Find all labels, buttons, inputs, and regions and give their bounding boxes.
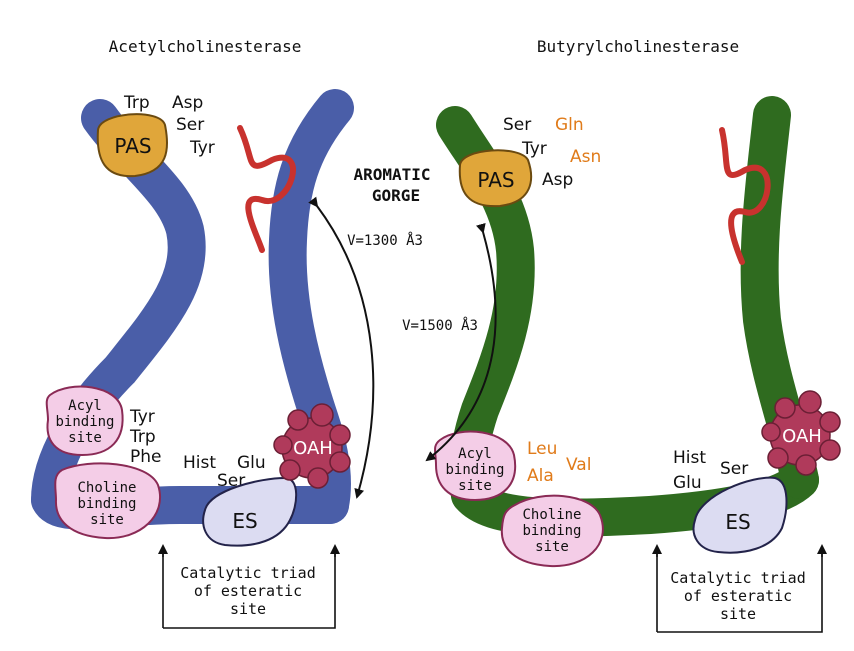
ache-acyl-line1: Acyl [68, 398, 102, 414]
bche-residue-asp: Asp [542, 170, 573, 190]
ache-choline-line2: binding [77, 496, 136, 512]
gorge-label-line1: AROMATIC [353, 165, 430, 184]
bche-catalytic-line1: Catalytic triad [670, 569, 805, 587]
bche-triad-hist: Hist [673, 448, 706, 468]
bche-es-site [692, 476, 788, 554]
bche-choline-binding-site [500, 494, 604, 568]
ache-acyl-residue-phe: Phe [130, 447, 162, 467]
ache-title: Acetylcholinesterase [109, 37, 302, 56]
gorge-label-line2: GORGE [372, 186, 420, 205]
bche-triad-glu: Glu [673, 473, 702, 493]
ache-es-label: ES [232, 509, 257, 533]
ache-pas-label: PAS [114, 134, 151, 158]
ache-oah-label: OAH [293, 438, 333, 459]
bche-triad-ser: Ser [720, 459, 748, 479]
ache-triad-hist: Hist [183, 453, 216, 473]
bche-choline-line3: site [535, 539, 569, 555]
ache-choline-binding-site [54, 462, 161, 540]
bche-acyl-line1: Acyl [458, 446, 492, 462]
bche-pas-site [458, 149, 532, 208]
ache-acyl-line2: binding [55, 414, 114, 430]
bche-choline-line1: Choline [522, 507, 581, 523]
bche-residue-gln: Gln [555, 115, 584, 135]
bche-es-label: ES [725, 510, 750, 534]
ache-pas-site [96, 113, 169, 178]
bche-oah-label: OAH [782, 426, 822, 447]
bche-catalytic-bracket [656, 546, 823, 633]
ache-catalytic-line1: Catalytic triad [180, 564, 315, 582]
ache-acyl-binding-site [45, 385, 124, 457]
ache-choline-line3: site [90, 512, 124, 528]
bche-choline-line2: binding [522, 523, 581, 539]
bche-oah-site [761, 390, 841, 476]
ache-acyl-residue-tyr: Tyr [129, 407, 155, 427]
ache-volume-label: V=1300 Å3 [347, 232, 423, 249]
bche-omega-loop [719, 127, 771, 265]
ache-residue-asp: Asp [172, 93, 203, 113]
bche-residue-tyr: Tyr [521, 139, 547, 159]
ache-acyl-line3: site [68, 430, 102, 446]
bche-acyl-line3: site [458, 478, 492, 494]
ache-omega-loop [237, 125, 296, 253]
bche-title: Butyrylcholinesterase [537, 37, 739, 56]
bche-acyl-residue-leu: Leu [527, 439, 557, 459]
ache-acyl-residue-trp: Trp [129, 427, 156, 447]
bche-catalytic-line3: site [720, 605, 756, 623]
ache-residue-tyr: Tyr [189, 138, 215, 158]
bche-acyl-residue-val: Val [566, 455, 591, 475]
bche-volume-arrow [425, 222, 497, 462]
ache-residue-ser: Ser [176, 115, 204, 135]
bche-pas-label: PAS [477, 168, 514, 192]
ache-catalytic-line3: site [230, 600, 266, 618]
bche-acyl-residue-ala: Ala [527, 466, 554, 486]
ache-residue-trp: Trp [123, 93, 150, 113]
ache-volume-arrow [308, 196, 375, 499]
ache-triad-glu: Glu [237, 453, 266, 473]
bche-volume-label: V=1500 Å3 [402, 317, 478, 334]
bche-catalytic-line2: of esteratic [684, 587, 792, 605]
ache-choline-line1: Choline [77, 480, 136, 496]
ache-catalytic-bracket [162, 546, 336, 629]
bche-residue-ser: Ser [503, 115, 531, 135]
bche-residue-asn: Asn [570, 147, 601, 167]
bche-acyl-line2: binding [445, 462, 504, 478]
ache-catalytic-line2: of esteratic [194, 582, 302, 600]
ache-es-site [202, 476, 298, 547]
